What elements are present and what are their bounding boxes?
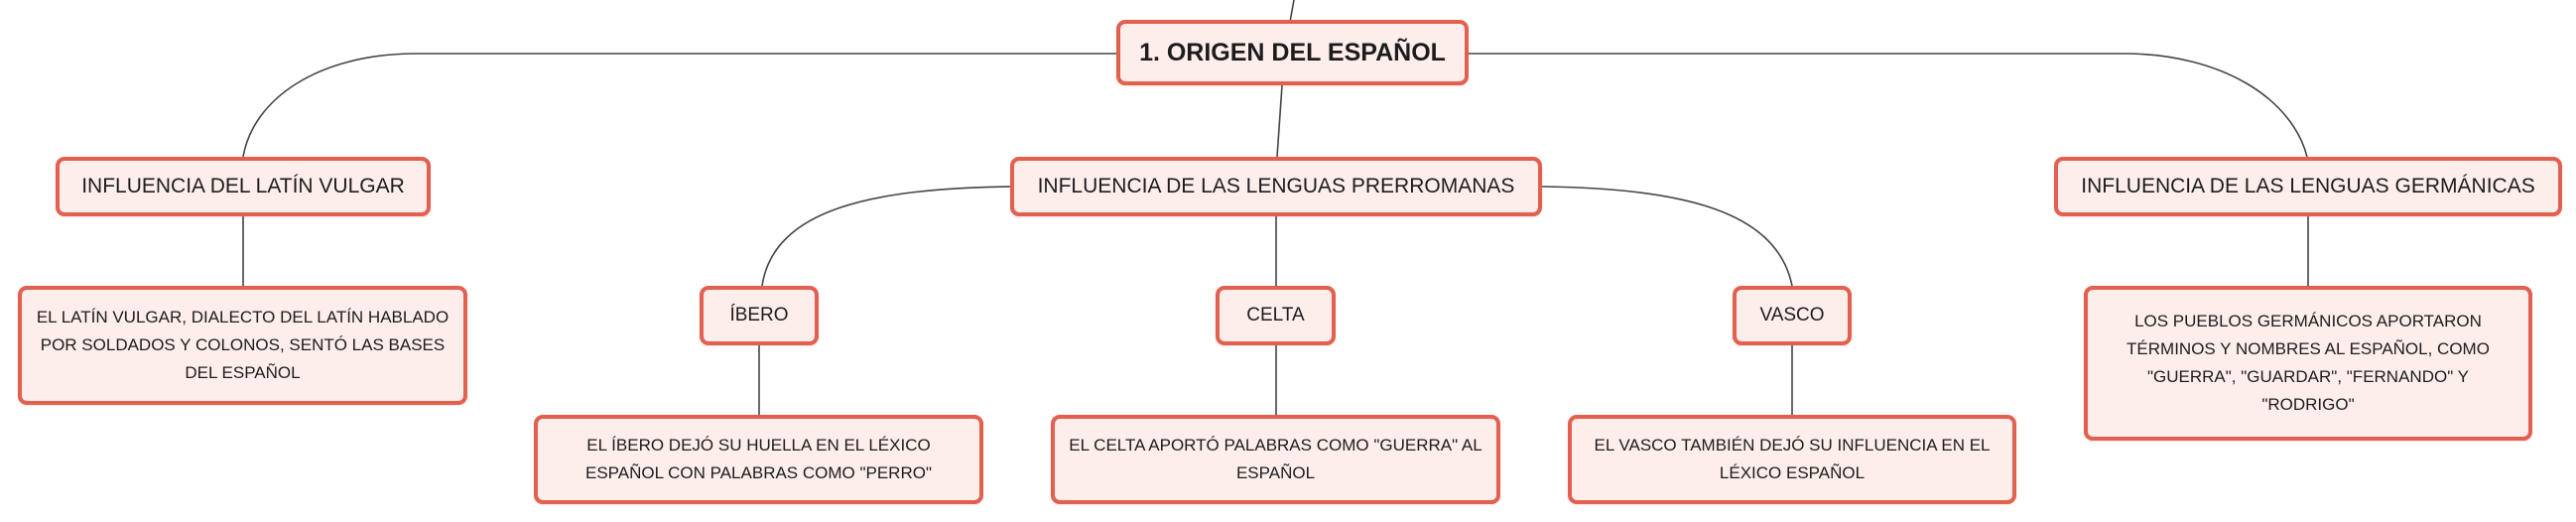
node-celta-detail[interactable]: EL CELTA APORTÓ PALABRAS COMO "GUERRA" A… (1051, 415, 1500, 504)
node-vasco-detail[interactable]: EL VASCO TAMBIÉN DEJÓ SU INFLUENCIA EN E… (1568, 415, 2016, 504)
node-vasco[interactable]: VASCO (1733, 286, 1852, 345)
node-ibero-detail[interactable]: EL ÍBERO DEJÓ SU HUELLA EN EL LÉXICO ESP… (534, 415, 983, 504)
node-celta[interactable]: CELTA (1216, 286, 1336, 345)
connector-prerromanas-vasco (1541, 186, 1793, 287)
root-node[interactable]: 1. ORIGEN DEL ESPAÑOL (1116, 20, 1469, 85)
connector-top-incoming (1289, 0, 1295, 23)
node-ibero[interactable]: ÍBERO (700, 286, 819, 345)
connector-root-latin (242, 53, 1116, 158)
connector-root-germanicas (1469, 53, 2308, 158)
connector-prerromanas-ibero (761, 186, 1011, 287)
node-lenguas-germanicas[interactable]: INFLUENCIA DE LAS LENGUAS GERMÁNICAS (2054, 157, 2562, 216)
node-latin-detail[interactable]: EL LATÍN VULGAR, DIALECTO DEL LATÍN HABL… (18, 286, 467, 405)
node-germanicas-detail[interactable]: LOS PUEBLOS GERMÁNICOS APORTARON TÉRMINO… (2084, 286, 2532, 441)
node-latin-vulgar[interactable]: INFLUENCIA DEL LATÍN VULGAR (56, 157, 431, 216)
node-lenguas-prerromanas[interactable]: INFLUENCIA DE LAS LENGUAS PRERROMANAS (1010, 157, 1542, 216)
connector-root-prerromanas (1276, 84, 1283, 158)
